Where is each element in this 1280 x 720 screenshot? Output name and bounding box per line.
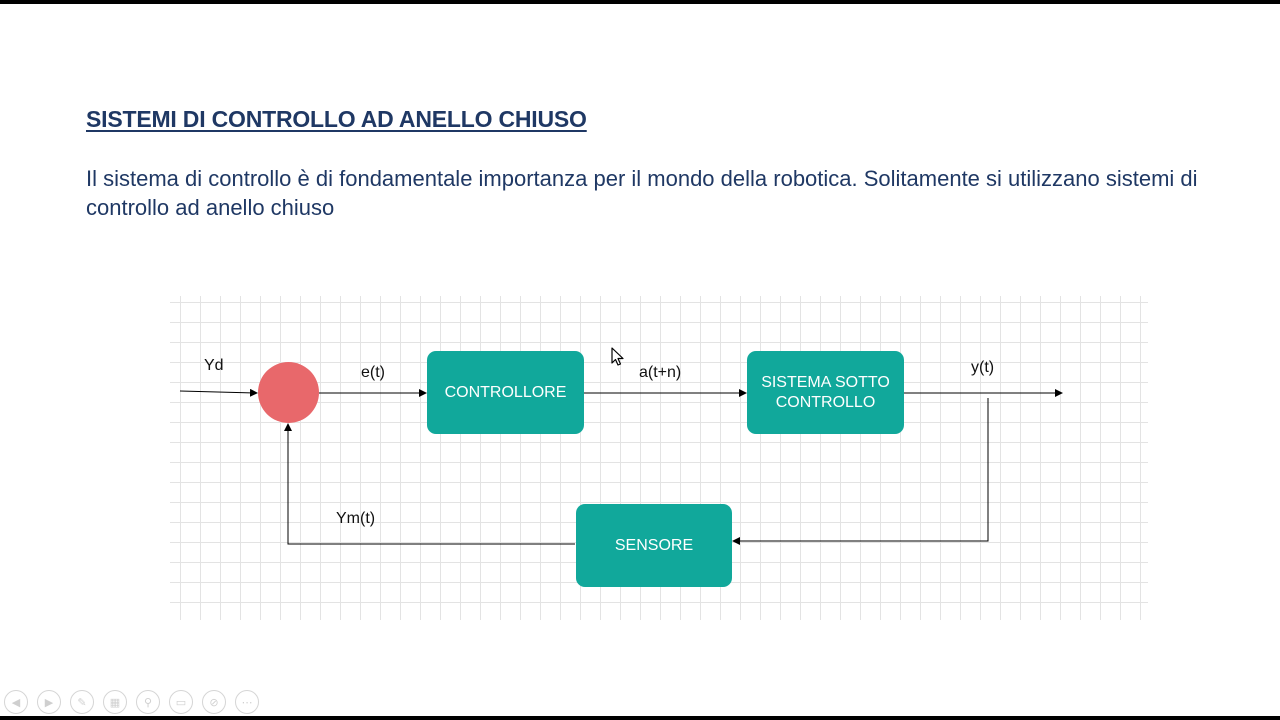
input-arrow: [179, 388, 258, 397]
top-border: [0, 0, 1280, 4]
controller-block: CONTROLLORE: [427, 351, 584, 434]
slides-icon[interactable]: ▦: [103, 690, 127, 714]
zoom-icon[interactable]: ⚲: [136, 690, 160, 714]
more-icon[interactable]: ⋯: [235, 690, 259, 714]
feedback-to-sensor-arrow: [732, 398, 989, 545]
signal-label-input: Yd: [204, 357, 224, 374]
slideshow-toolbar: ◀ ▶ ✎ ▦ ⚲ ▭ ⊘ ⋯: [4, 690, 259, 714]
signal-label-error: e(t): [361, 364, 385, 381]
summing-junction: [258, 362, 319, 423]
sensor-label: SENSORE: [614, 536, 694, 554]
camera-off-icon[interactable]: ⊘: [202, 690, 226, 714]
signal-label-output: y(t): [971, 359, 995, 376]
mouse-cursor-icon: [611, 347, 624, 366]
sensor-block: SENSORE: [576, 504, 732, 587]
signal-label-measured: Ym(t): [336, 510, 376, 527]
bottom-border: [0, 716, 1280, 720]
pen-icon[interactable]: ✎: [70, 690, 94, 714]
prev-icon[interactable]: ◀: [4, 690, 28, 714]
slide-body-text: Il sistema di controllo è di fondamental…: [86, 166, 1198, 220]
next-icon[interactable]: ▶: [37, 690, 61, 714]
signal-label-actuation: a(t+n): [639, 364, 682, 381]
feedback-to-sum-arrow: [284, 423, 575, 545]
plant-block: SISTEMA SOTTO CONTROLLO: [747, 351, 904, 434]
controller-label: CONTROLLORE: [444, 383, 567, 401]
subtitles-icon[interactable]: ▭: [169, 690, 193, 714]
slide-title: SISTEMI DI CONTROLLO AD ANELLO CHIUSO: [86, 106, 587, 132]
plant-label: SISTEMA SOTTO CONTROLLO: [761, 373, 890, 411]
